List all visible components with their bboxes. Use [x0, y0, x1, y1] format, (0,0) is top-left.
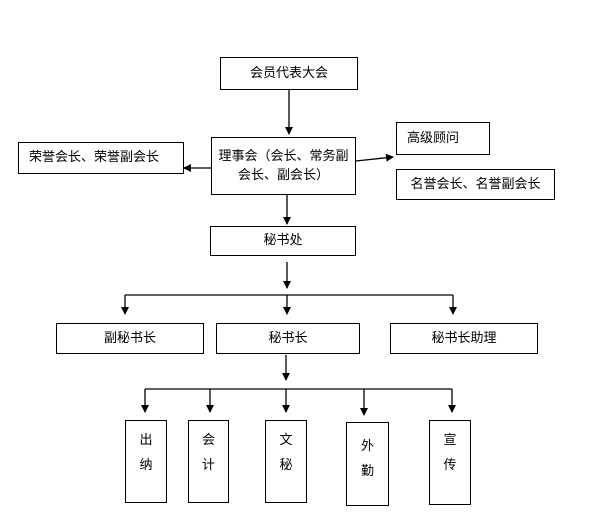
node-field-work: 外 勤: [346, 422, 389, 506]
node-council: 理事会（会长、常务副 会长、副会长）: [211, 137, 356, 195]
node-char-2: 纳: [139, 457, 153, 473]
node-label-line1: 理事会（会长、常务副: [218, 148, 349, 164]
node-clerk: 文 秘: [265, 420, 307, 503]
node-char-1: 宣: [443, 433, 457, 448]
node-general-assembly: 会员代表大会: [220, 57, 358, 90]
node-char-1: 出: [139, 433, 153, 448]
node-char-1: 文: [279, 433, 293, 448]
node-senior-advisor: 高级顾问: [396, 122, 490, 155]
node-char-2: 勤: [360, 463, 374, 479]
node-secretary-general: 秘书长: [216, 323, 360, 354]
node-label: 秘书长: [268, 330, 308, 346]
node-cashier: 出 纳: [125, 420, 167, 503]
node-label-line2: 会长、副会长）: [237, 168, 329, 183]
node-label: 名誉会长、名誉副会长: [410, 176, 541, 192]
node-deputy-secretary-general: 副秘书长: [56, 323, 204, 354]
node-char-1: 会: [201, 433, 215, 448]
node-honorary-right: 名誉会长、名誉副会长: [396, 169, 555, 200]
node-accounting: 会 计: [188, 420, 229, 503]
arrow-council-to-right: [355, 153, 394, 162]
node-char-2: 计: [201, 457, 215, 473]
node-char-2: 传: [443, 457, 457, 473]
node-label: 秘书处: [263, 233, 303, 249]
node-label: 荣誉会长、荣誉副会长: [29, 150, 160, 166]
node-secretariat: 秘书处: [210, 226, 356, 256]
node-assistant-secretary-general: 秘书长助理: [390, 323, 538, 354]
node-honorary-left: 荣誉会长、荣誉副会长: [18, 142, 184, 174]
node-label: 秘书长助理: [431, 330, 497, 346]
node-char-2: 秘: [279, 457, 293, 473]
node-label: 副秘书长: [103, 330, 156, 346]
node-publicity: 宣 传: [429, 420, 471, 505]
node-label: 高级顾问: [407, 130, 460, 146]
node-label: 会员代表大会: [249, 65, 328, 81]
node-char-1: 外: [360, 439, 374, 454]
